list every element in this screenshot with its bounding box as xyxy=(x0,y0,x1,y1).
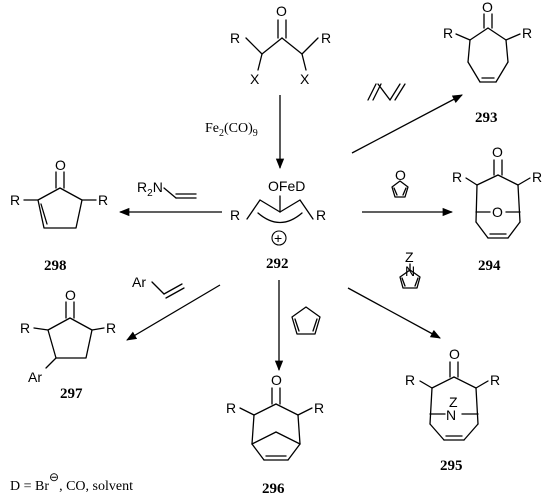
compound-298: O R R 298 xyxy=(10,157,108,274)
furan-reagent: O xyxy=(391,167,409,198)
butadiene-reagent xyxy=(367,83,406,101)
p296-r-left: R xyxy=(226,400,236,416)
int-ofed-label: OFeD xyxy=(268,178,305,194)
cation-charge-circle xyxy=(271,230,287,246)
p295-oxygen: O xyxy=(449,346,460,362)
cyclopentadiene-reagent xyxy=(291,306,321,335)
p296-r-right: R xyxy=(314,400,324,416)
compound-297: O R R Ar 297 xyxy=(20,287,116,402)
compound-296: O R R 296 xyxy=(226,372,324,497)
p294-r-left: R xyxy=(452,169,462,185)
arrow-to-297 xyxy=(126,284,221,341)
start-r-left: R xyxy=(230,30,240,46)
p298-r-right: R xyxy=(98,192,108,208)
int-r-left: R xyxy=(230,207,240,223)
start-x-right: X xyxy=(300,71,310,87)
start-oxygen-label: O xyxy=(276,3,287,19)
p295-z-label: Z xyxy=(449,394,458,410)
arrow-to-293 xyxy=(351,94,463,154)
p293-oxygen: O xyxy=(482,0,493,15)
p293-r-left: R xyxy=(443,25,453,41)
p298-oxygen: O xyxy=(55,157,66,173)
arrow-to-295 xyxy=(347,287,441,339)
reagent-fe2co9: Fe2(CO)9 xyxy=(205,121,258,139)
compound-number-294: 294 xyxy=(478,258,501,274)
compound-number-298: 298 xyxy=(44,258,67,274)
p295-r-right: R xyxy=(490,372,500,388)
start-x-left: X xyxy=(250,71,260,87)
pyrrole-z-label: Z xyxy=(405,249,414,265)
p297-r-left: R xyxy=(20,320,30,336)
int-r-right: R xyxy=(316,207,326,223)
p294-bridge-oxygen: O xyxy=(492,204,503,220)
compound-293: O R R 293 xyxy=(443,0,532,126)
p297-r-right: R xyxy=(106,320,116,336)
p296-oxygen: O xyxy=(271,372,282,388)
p294-r-right: R xyxy=(532,169,542,185)
p295-n-label: N xyxy=(446,407,456,423)
enamine-label: R2N xyxy=(137,179,163,199)
compound-number-293: 293 xyxy=(475,110,498,126)
intermediate-292: R R OFeD + 292 xyxy=(230,178,326,272)
compound-number-295: 295 xyxy=(440,458,463,474)
footnote: D = Br⊖, CO, solvent xyxy=(10,470,133,494)
styrene-reagent: Ar xyxy=(132,274,185,299)
enamine-reagent: R2N xyxy=(137,179,197,199)
compound-number-297: 297 xyxy=(60,386,83,402)
compound-295: O Z N R R 295 xyxy=(405,346,500,474)
cation-charge-sign: + xyxy=(274,230,282,246)
p294-carbonyl-oxygen: O xyxy=(492,144,503,160)
compound-number-292: 292 xyxy=(266,256,289,272)
p297-ar-label: Ar xyxy=(28,369,42,385)
styrene-ar-label: Ar xyxy=(132,274,146,290)
compound-number-296: 296 xyxy=(262,481,285,497)
pyrrole-reagent: Z N xyxy=(399,249,421,289)
start-r-right: R xyxy=(321,30,331,46)
pyrrole-n-label: N xyxy=(405,263,415,279)
p293-r-right: R xyxy=(522,25,532,41)
p298-r-left: R xyxy=(10,192,20,208)
p297-oxygen: O xyxy=(65,287,76,303)
starting-ketone: O R R X X xyxy=(230,3,331,87)
compound-294: O O R R 294 xyxy=(452,144,542,274)
furan-oxygen: O xyxy=(395,167,406,183)
p295-r-left: R xyxy=(405,372,415,388)
